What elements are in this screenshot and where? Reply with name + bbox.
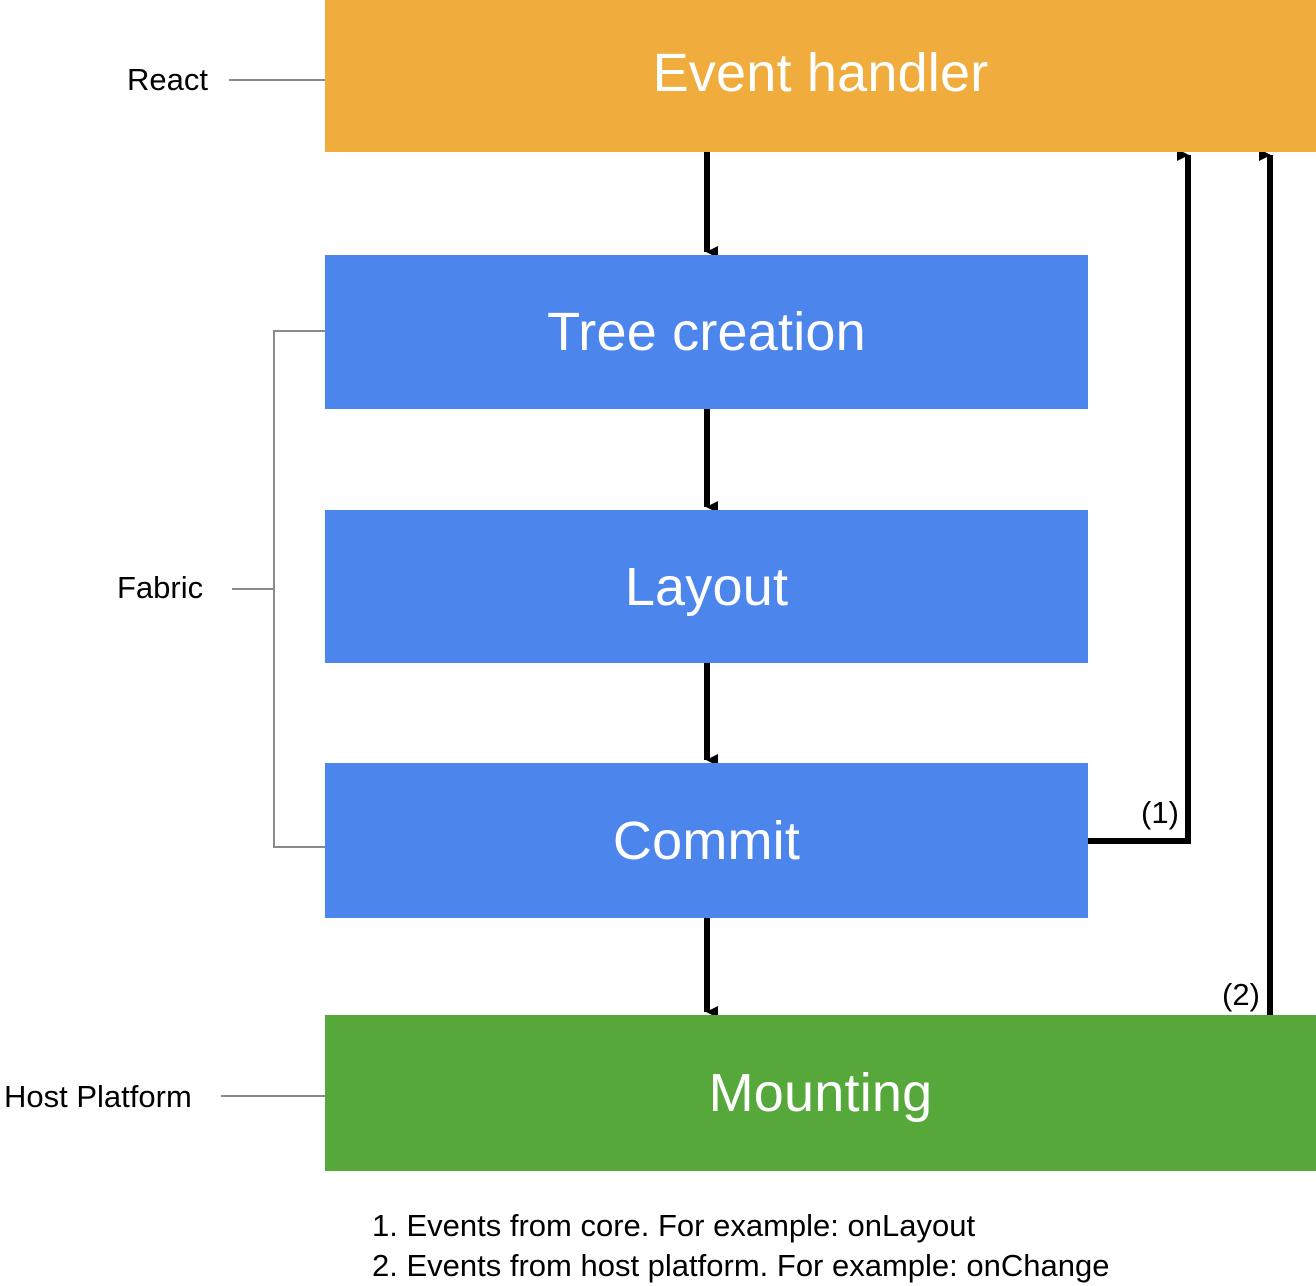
node-layout-label: Layout — [624, 556, 789, 617]
node-layout[interactable]: Layout — [325, 510, 1088, 663]
node-commit-label: Commit — [612, 810, 801, 871]
node-event-handler[interactable]: Event handler — [325, 0, 1316, 152]
node-event-handler-label: Event handler — [652, 43, 989, 103]
edge-ref-label-1: (1) — [1141, 795, 1179, 830]
node-commit[interactable]: Commit — [325, 763, 1088, 918]
arrow-commit-to-event-handler-ref1 — [1088, 149, 1191, 844]
layer-label-host-platform: Host Platform — [4, 1079, 192, 1114]
node-mounting-label: Mounting — [708, 1063, 933, 1123]
footnote-item-1: 1. Events from core. For example: onLayo… — [372, 1208, 976, 1243]
edge-ref-label-2: (2) — [1222, 977, 1260, 1012]
layer-label-react: React — [127, 62, 208, 97]
fabric-bracket — [273, 330, 325, 848]
node-tree-creation[interactable]: Tree creation — [325, 255, 1088, 409]
node-mounting[interactable]: Mounting — [325, 1015, 1316, 1171]
footnotes-block: 1. Events from core. For example: onLayo… — [372, 1206, 1109, 1286]
layer-label-fabric: Fabric — [117, 570, 204, 605]
footnote-item-2: 2. Events from host platform. For exampl… — [372, 1248, 1110, 1284]
node-tree-creation-label: Tree creation — [547, 302, 866, 362]
